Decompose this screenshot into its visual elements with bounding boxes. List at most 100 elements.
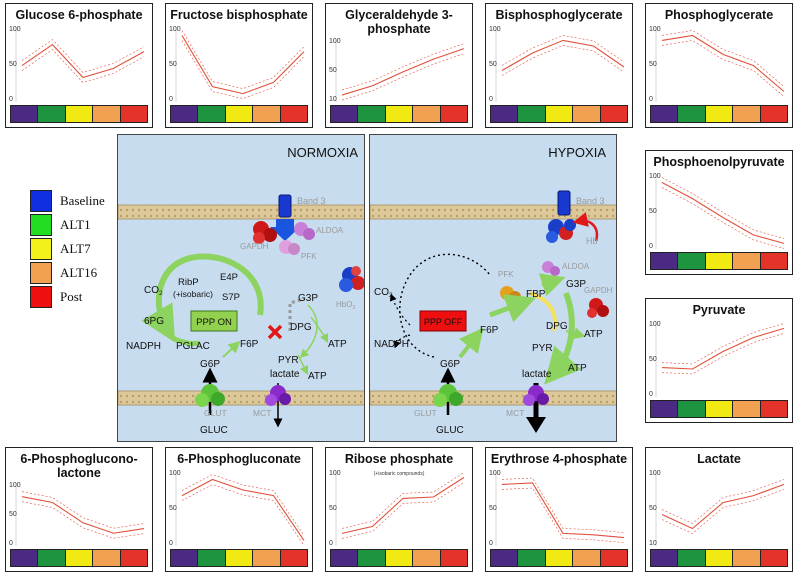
y-tick-label: 100 [329, 470, 341, 477]
ppp-loop-arrow [141, 253, 264, 343]
mct-protein [523, 385, 549, 406]
panel-title: Erythrose 4-phosphate [490, 452, 628, 466]
ppp-off-label: PPP OFF [424, 317, 463, 327]
y-tick-label: 100 [9, 482, 21, 489]
dpg-to-atp-arrow [310, 316, 329, 344]
y-tick-label: 50 [649, 61, 657, 68]
g3p-dotted [288, 297, 305, 331]
fbp-label: FBP [526, 289, 546, 300]
ppp-off-box [419, 310, 467, 332]
timepoint-color-cell [678, 106, 706, 122]
y-tick-label: 0 [329, 540, 333, 547]
series-bound-line [21, 501, 145, 539]
g6p-to-f6p-arrow [222, 340, 241, 358]
legend-label-post: Post [60, 289, 83, 304]
timepoint-color-cell [705, 401, 734, 417]
g6p-label: G6P [200, 359, 220, 370]
timepoint-color-cell [120, 106, 148, 122]
lactate-export-arrowhead [526, 417, 546, 433]
series-mean-line [341, 48, 465, 96]
timepoint-color-cell [651, 550, 679, 566]
timepoint-color-cell [358, 550, 386, 566]
timepoint-color-cell [760, 401, 788, 417]
series-mean-line [21, 43, 145, 79]
band3-protein [278, 194, 292, 218]
timepoint-color-cell [678, 550, 706, 566]
series-bound-line [501, 35, 625, 66]
g6p-to-f6p-arrow [458, 327, 484, 359]
timepoint-color-cell [171, 106, 199, 122]
series-bound-line [661, 187, 785, 249]
legend-swatch-post [30, 286, 52, 308]
series-mean-line [181, 478, 305, 541]
timepoint-color-cell [573, 550, 601, 566]
lactate-label: lactate [522, 369, 552, 380]
panel-title: Pyruvate [692, 303, 746, 317]
series-bound-line [21, 39, 145, 73]
band3-label: Band 3 [297, 196, 326, 206]
y-tick-label: 0 [649, 243, 653, 250]
pyr-to-atp-arrow [297, 354, 309, 376]
y-tick-label: 50 [169, 505, 177, 512]
y-tick-label: 0 [489, 96, 493, 103]
hb-binding-arrow [572, 212, 599, 242]
y-tick-label: 50 [489, 61, 497, 68]
ppp-on-label: PPP ON [196, 317, 232, 328]
panel-title: Fructose bisphosphate [170, 8, 308, 22]
g3p-yellow-arrow [529, 291, 557, 332]
timepoint-color-bar [170, 105, 308, 123]
pglac-label: PGLAC [176, 341, 210, 352]
series-bound-line [661, 479, 785, 524]
e4p-label: E4P [220, 272, 238, 283]
membrane-bottom [370, 390, 616, 406]
y-tick-label: 50 [329, 67, 337, 74]
mct-label: MCT [506, 408, 524, 418]
timepoint-color-cell [491, 106, 519, 122]
band3-label: Band 3 [576, 196, 605, 206]
y-tick-label: 50 [649, 208, 657, 215]
gapdh-protein [253, 221, 277, 244]
normoxia-title: NORMOXIA [287, 145, 358, 160]
panel-title: Bisphosphoglycerate [495, 8, 623, 22]
timepoint-color-cell [705, 253, 734, 269]
ppp-dotted-co2 [389, 293, 411, 326]
series-mean-line [181, 35, 305, 95]
gluc-label: GLUC [436, 425, 464, 436]
timepoint-color-cell [171, 550, 199, 566]
panel-plot: 100 50 0 [9, 26, 145, 103]
series-bound-line [341, 482, 465, 539]
timepoint-color-cell [413, 106, 441, 122]
g3p-to-pyr-arrow [299, 304, 318, 359]
timepoint-color-cell [11, 550, 39, 566]
timepoint-color-cell [491, 550, 519, 566]
timepoint-color-cell [331, 106, 359, 122]
series-bound-line [661, 30, 785, 87]
y-tick-label: 100 [9, 26, 21, 33]
timepoint-color-cell [733, 106, 761, 122]
panel-title: Glucose 6-phosphate [15, 8, 143, 22]
glut-protein [433, 384, 463, 407]
y-tick-label: 100 [649, 26, 661, 33]
timepoint-color-cell [358, 106, 386, 122]
timepoint-color-cell [573, 106, 601, 122]
glut-protein [195, 384, 225, 407]
timepoint-color-bar [10, 105, 148, 123]
y-tick-label: 50 [9, 61, 17, 68]
timepoint-color-cell [11, 106, 39, 122]
panel-title: Phosphoenolpyruvate [653, 155, 785, 169]
timepoint-color-cell [198, 106, 226, 122]
y-tick-label: 0 [9, 96, 13, 103]
f6p-label: F6P [480, 325, 499, 336]
nadph-label: NADPH [374, 339, 409, 350]
timepoint-color-cell [93, 106, 121, 122]
timepoint-color-cell [38, 550, 66, 566]
timepoint-color-cell [38, 106, 66, 122]
